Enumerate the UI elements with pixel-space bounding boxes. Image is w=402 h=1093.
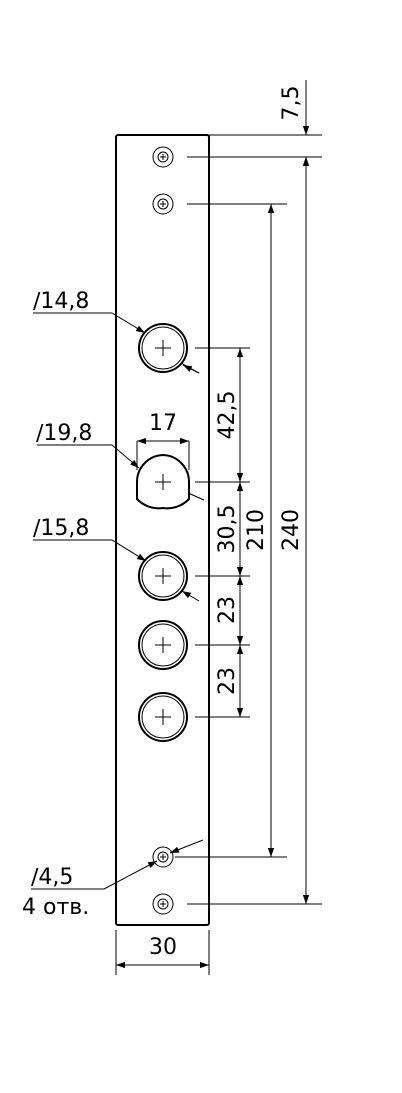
screw-hole-top-1 (152, 146, 174, 168)
screw-hole-top-2 (152, 193, 174, 215)
hole-4 (138, 620, 188, 670)
extension-lines (115, 134, 322, 975)
screw-hole-bottom-1 (152, 846, 174, 868)
label-hole-diameter-1: ∕14,8 (33, 289, 89, 314)
dim-spacing-middle: 30,5 (215, 505, 240, 554)
leader-lines (31, 312, 205, 890)
dim-spacing-lower-2: 23 (215, 667, 240, 695)
hole-5 (138, 692, 188, 742)
dim-screw-spacing: 210 (244, 509, 269, 551)
label-hole-diameter-3: ∕15,8 (33, 516, 89, 541)
cam-opening (136, 453, 190, 510)
hole-3 (138, 551, 188, 601)
screw-hole-bottom-2 (152, 893, 174, 915)
dim-overall-length: 240 (279, 509, 304, 551)
label-screw-count: 4 отв. (22, 895, 89, 920)
plate-outline (115, 134, 210, 926)
dim-width: 30 (149, 935, 177, 960)
hole-1 (138, 323, 188, 373)
dim-cam-width: 17 (149, 411, 177, 436)
dim-spacing-lower-1: 23 (215, 596, 240, 624)
label-hole-diameter-2: ∕19,8 (36, 421, 92, 446)
label-screw-diameter: ∕4,5 (31, 865, 73, 890)
dimension-lines (116, 80, 310, 969)
dim-spacing-upper: 42,5 (215, 391, 240, 440)
dim-top-offset: 7,5 (279, 86, 304, 121)
